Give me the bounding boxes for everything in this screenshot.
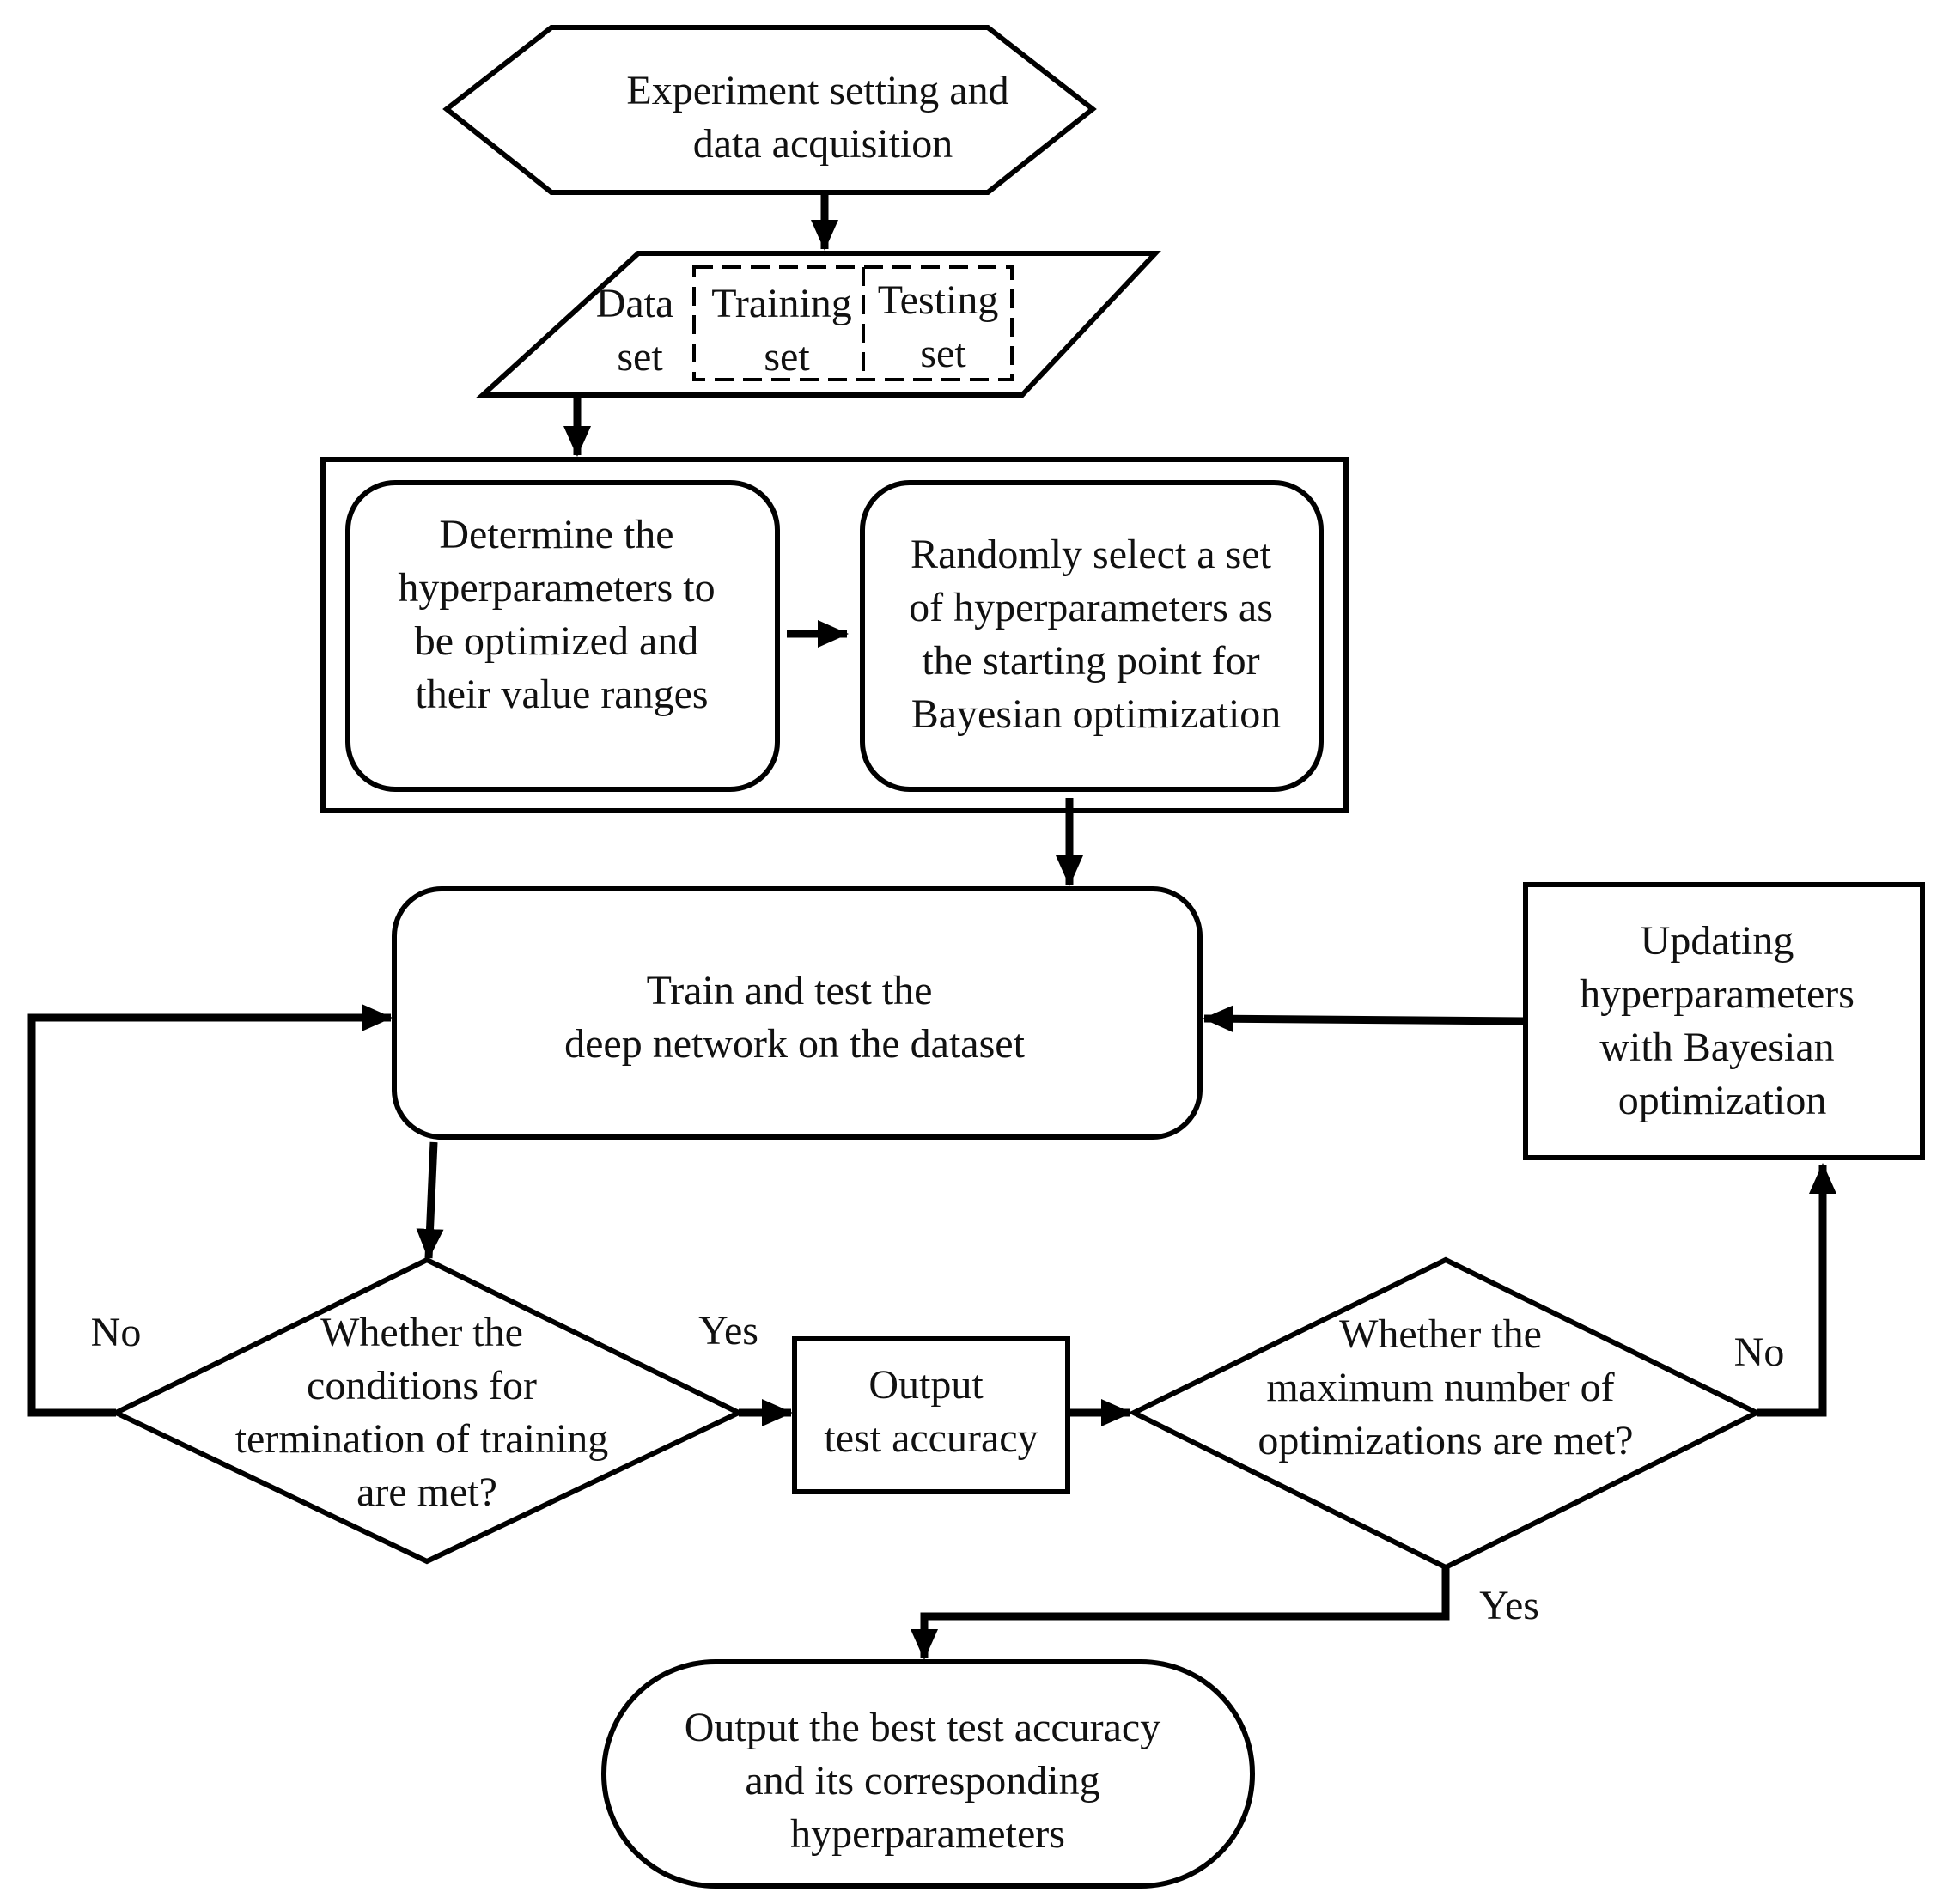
arrow-termination-no-loop (27, 1004, 393, 1417)
arrow-maxopt-no (1757, 1163, 1836, 1417)
determine-box (345, 480, 780, 792)
maxopt-text: Whether the maximum number of optimizati… (1258, 1311, 1633, 1463)
dataset-testing-text: Testing set (878, 277, 1009, 376)
final-text: Output the best test accuracy and its co… (685, 1705, 1171, 1857)
dataset-training-text: Training set (711, 281, 862, 380)
start-text: Experiment setting and data acquisition (626, 68, 1019, 167)
termination-diamond (110, 1256, 745, 1565)
arrow-maxopt-yes (911, 1567, 1450, 1660)
train-text: Train and test the deep network on the d… (564, 968, 1025, 1067)
train-box (392, 886, 1203, 1140)
output-text: Output test accuracy (824, 1362, 1038, 1461)
final-terminal (601, 1659, 1255, 1889)
random-text: Randomly select a set of hyperparameters… (909, 532, 1283, 737)
label-termination-no: No (91, 1310, 142, 1355)
label-maxopt-yes: Yes (1479, 1583, 1539, 1628)
setup-container (320, 457, 1349, 813)
maxopt-diamond (1128, 1256, 1763, 1571)
arrow-train-to-termination (416, 1141, 444, 1260)
update-text: Updating hyperparameters with Bayesian o… (1580, 918, 1865, 1123)
dataset-split-box (692, 265, 1014, 381)
termination-text: Whether the conditions for termination o… (235, 1310, 619, 1515)
arrow-update-to-train (1203, 1005, 1526, 1033)
random-box (860, 480, 1324, 792)
determine-text: Determine the hyperparameters to be opti… (398, 512, 725, 717)
label-maxopt-no: No (1734, 1329, 1785, 1375)
label-termination-yes: Yes (698, 1308, 758, 1353)
start-hexagon (442, 25, 1097, 195)
dataset-data-text: Data set (596, 281, 685, 380)
dataset-parallelogram (476, 251, 1161, 398)
